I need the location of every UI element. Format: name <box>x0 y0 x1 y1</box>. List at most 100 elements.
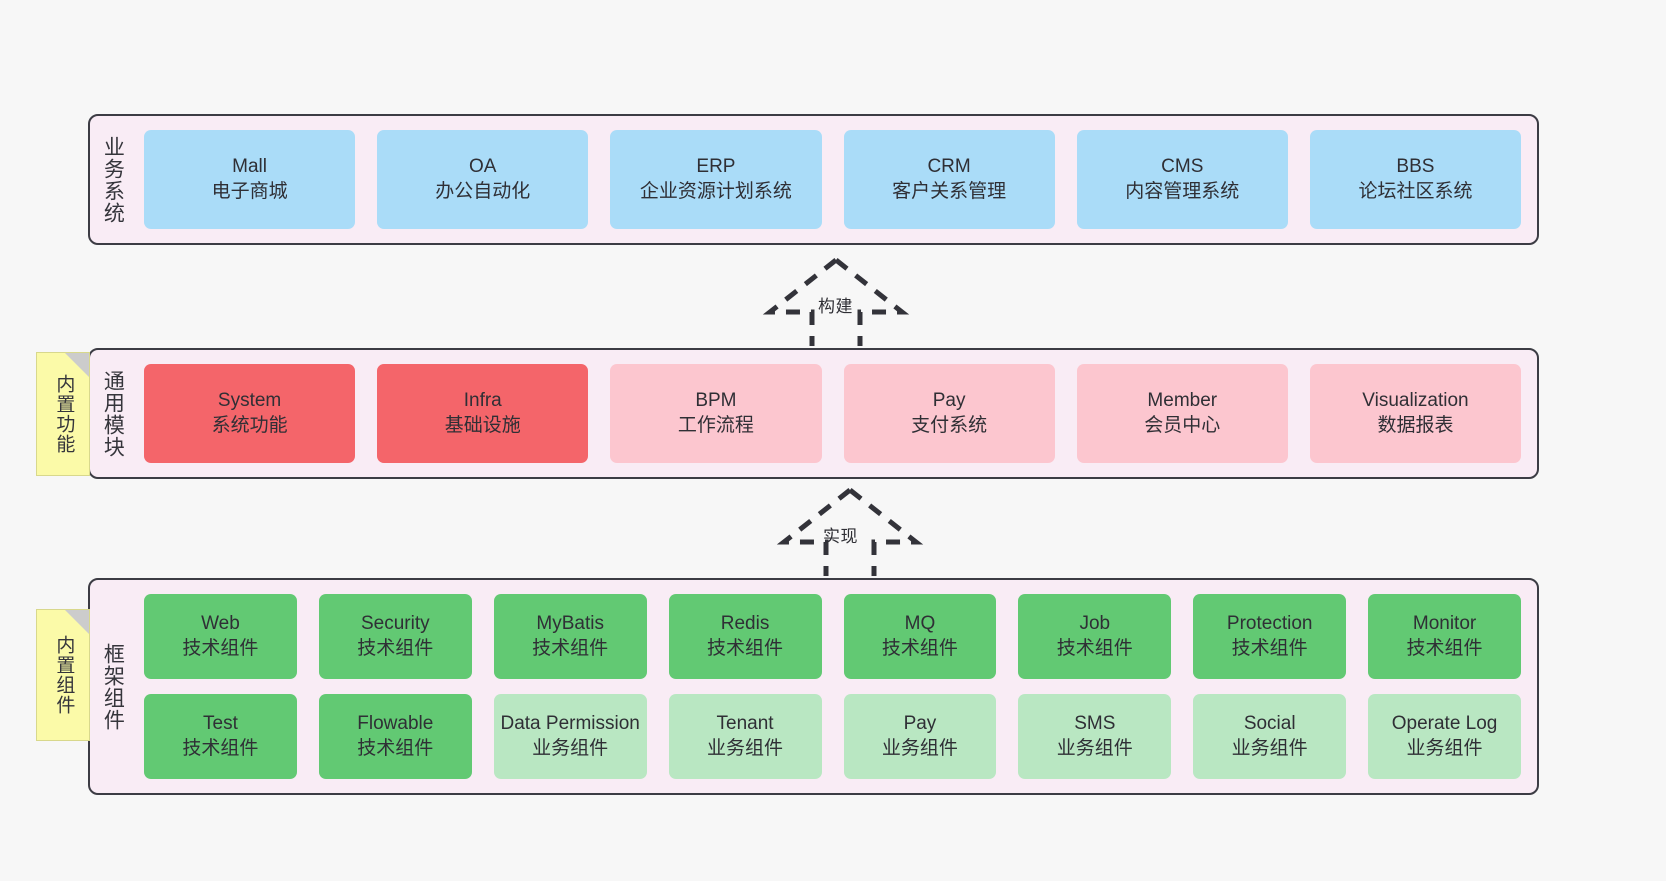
card-subtitle: 业务组件 <box>707 737 784 759</box>
card-subtitle: 技术组件 <box>707 637 784 659</box>
note-builtin-components: 内置组件 <box>36 609 90 741</box>
card-subtitle: 内容管理系统 <box>1125 180 1240 202</box>
card-title: Job <box>1079 613 1111 635</box>
card-web[interactable]: Web 技术组件 <box>144 594 297 679</box>
card-title: MQ <box>904 613 936 635</box>
card-title: Data Permission <box>500 713 640 735</box>
layer-framework-components-cards: Web 技术组件 Security 技术组件 MyBatis 技术组件 Redi… <box>134 580 1537 793</box>
card-title: Infra <box>463 390 502 412</box>
card-social[interactable]: Social 业务组件 <box>1193 694 1347 779</box>
card-infra[interactable]: Infra 基础设施 <box>377 364 589 463</box>
card-subtitle: 数据报表 <box>1377 414 1454 436</box>
card-title: Security <box>360 613 430 635</box>
card-test[interactable]: Test 技术组件 <box>144 694 297 779</box>
dashed-generalization-arrow-up-icon <box>776 488 924 576</box>
card-member[interactable]: Member 会员中心 <box>1076 364 1288 463</box>
card-subtitle: 业务组件 <box>1406 737 1483 759</box>
card-title: Flowable <box>357 713 434 735</box>
card-subtitle: 业务组件 <box>881 737 958 759</box>
card-mall[interactable]: Mall 电子商城 <box>144 130 356 229</box>
card-data-permission[interactable]: Data Permission 业务组件 <box>493 694 647 779</box>
card-bpm[interactable]: BPM 工作流程 <box>610 364 822 463</box>
card-sms[interactable]: SMS 业务组件 <box>1018 694 1172 779</box>
card-title: CRM <box>927 156 971 178</box>
layer-title-common-modules: 通用模块 <box>101 369 125 458</box>
card-monitor[interactable]: Monitor 技术组件 <box>1368 594 1521 679</box>
layer-business-systems: 业务系统 Mall 电子商城 OA 办公自动化 ERP 企业资源计划系统 CRM… <box>88 114 1539 245</box>
card-title: Pay <box>932 390 966 412</box>
card-title: MyBatis <box>536 613 604 635</box>
card-subtitle: 技术组件 <box>182 737 259 759</box>
card-visualization[interactable]: Visualization 数据报表 <box>1309 364 1522 463</box>
layer-framework-components: 框架组件 Web 技术组件 Security 技术组件 MyBatis 技术组件… <box>88 578 1539 795</box>
card-subtitle: 客户关系管理 <box>892 180 1007 202</box>
card-title: SMS <box>1074 713 1116 735</box>
card-subtitle: 工作流程 <box>677 414 754 436</box>
card-subtitle: 系统功能 <box>211 414 288 436</box>
card-title: Member <box>1147 390 1218 412</box>
card-subtitle: 业务组件 <box>532 737 609 759</box>
card-title: Test <box>203 713 238 735</box>
card-subtitle: 技术组件 <box>881 637 958 659</box>
card-title: Web <box>201 613 240 635</box>
card-pay-module[interactable]: Pay 支付系统 <box>843 364 1055 463</box>
card-title: Social <box>1243 713 1296 735</box>
card-mq[interactable]: MQ 技术组件 <box>843 594 997 679</box>
card-title: ERP <box>696 156 736 178</box>
card-subtitle: 办公自动化 <box>435 180 531 202</box>
card-pay-component[interactable]: Pay 业务组件 <box>843 694 997 779</box>
card-crm[interactable]: CRM 客户关系管理 <box>843 130 1055 229</box>
card-subtitle: 技术组件 <box>357 637 434 659</box>
layer-common-modules-cards: System 系统功能 Infra 基础设施 BPM 工作流程 Pay 支付系统… <box>134 350 1537 477</box>
card-flowable[interactable]: Flowable 技术组件 <box>318 694 472 779</box>
card-subtitle: 基础设施 <box>444 414 521 436</box>
card-subtitle: 会员中心 <box>1144 414 1221 436</box>
card-title: OA <box>469 156 497 178</box>
connector-label-implement: 实现 <box>823 527 858 546</box>
card-security[interactable]: Security 技术组件 <box>318 594 472 679</box>
card-title: Redis <box>720 613 770 635</box>
card-cms[interactable]: CMS 内容管理系统 <box>1076 130 1288 229</box>
card-erp[interactable]: ERP 企业资源计划系统 <box>610 130 822 229</box>
card-row: Mall 电子商城 OA 办公自动化 ERP 企业资源计划系统 CRM 客户关系… <box>144 130 1522 229</box>
card-protection[interactable]: Protection 技术组件 <box>1193 594 1347 679</box>
card-redis[interactable]: Redis 技术组件 <box>668 594 822 679</box>
card-subtitle: 技术组件 <box>1406 637 1483 659</box>
card-subtitle: 技术组件 <box>1056 637 1133 659</box>
card-title: BPM <box>695 390 737 412</box>
note-label: 内置功能 <box>53 374 75 454</box>
card-row: System 系统功能 Infra 基础设施 BPM 工作流程 Pay 支付系统… <box>144 364 1522 463</box>
card-subtitle: 业务组件 <box>1231 737 1308 759</box>
card-title: Monitor <box>1412 613 1477 635</box>
card-job[interactable]: Job 技术组件 <box>1018 594 1172 679</box>
card-row: Web 技术组件 Security 技术组件 MyBatis 技术组件 Redi… <box>144 594 1521 679</box>
card-mybatis[interactable]: MyBatis 技术组件 <box>493 594 647 679</box>
card-operate-log[interactable]: Operate Log 业务组件 <box>1368 694 1521 779</box>
card-title: Pay <box>903 713 937 735</box>
card-bbs[interactable]: BBS 论坛社区系统 <box>1309 130 1522 229</box>
card-subtitle: 技术组件 <box>182 637 259 659</box>
note-builtin-features: 内置功能 <box>36 352 90 476</box>
dashed-generalization-arrow-up-icon <box>762 258 910 346</box>
card-row: Test 技术组件 Flowable 技术组件 Data Permission … <box>144 694 1521 779</box>
card-subtitle: 业务组件 <box>1056 737 1133 759</box>
card-title: Mall <box>232 156 267 178</box>
card-subtitle: 技术组件 <box>532 637 609 659</box>
layer-title-business-systems: 业务系统 <box>101 135 125 224</box>
card-oa[interactable]: OA 办公自动化 <box>377 130 589 229</box>
card-system[interactable]: System 系统功能 <box>144 364 356 463</box>
card-subtitle: 支付系统 <box>911 414 988 436</box>
card-title: CMS <box>1161 156 1204 178</box>
card-tenant[interactable]: Tenant 业务组件 <box>668 694 822 779</box>
note-label: 内置组件 <box>53 635 75 715</box>
card-subtitle: 技术组件 <box>357 737 434 759</box>
connector-label-build: 构建 <box>818 297 853 316</box>
card-title: Protection <box>1226 613 1313 635</box>
card-subtitle: 电子商城 <box>211 180 288 202</box>
card-subtitle: 论坛社区系统 <box>1358 180 1473 202</box>
card-title: Tenant <box>716 713 774 735</box>
card-title: Operate Log <box>1391 713 1498 735</box>
card-subtitle: 企业资源计划系统 <box>639 180 792 202</box>
card-title: System <box>217 390 282 412</box>
